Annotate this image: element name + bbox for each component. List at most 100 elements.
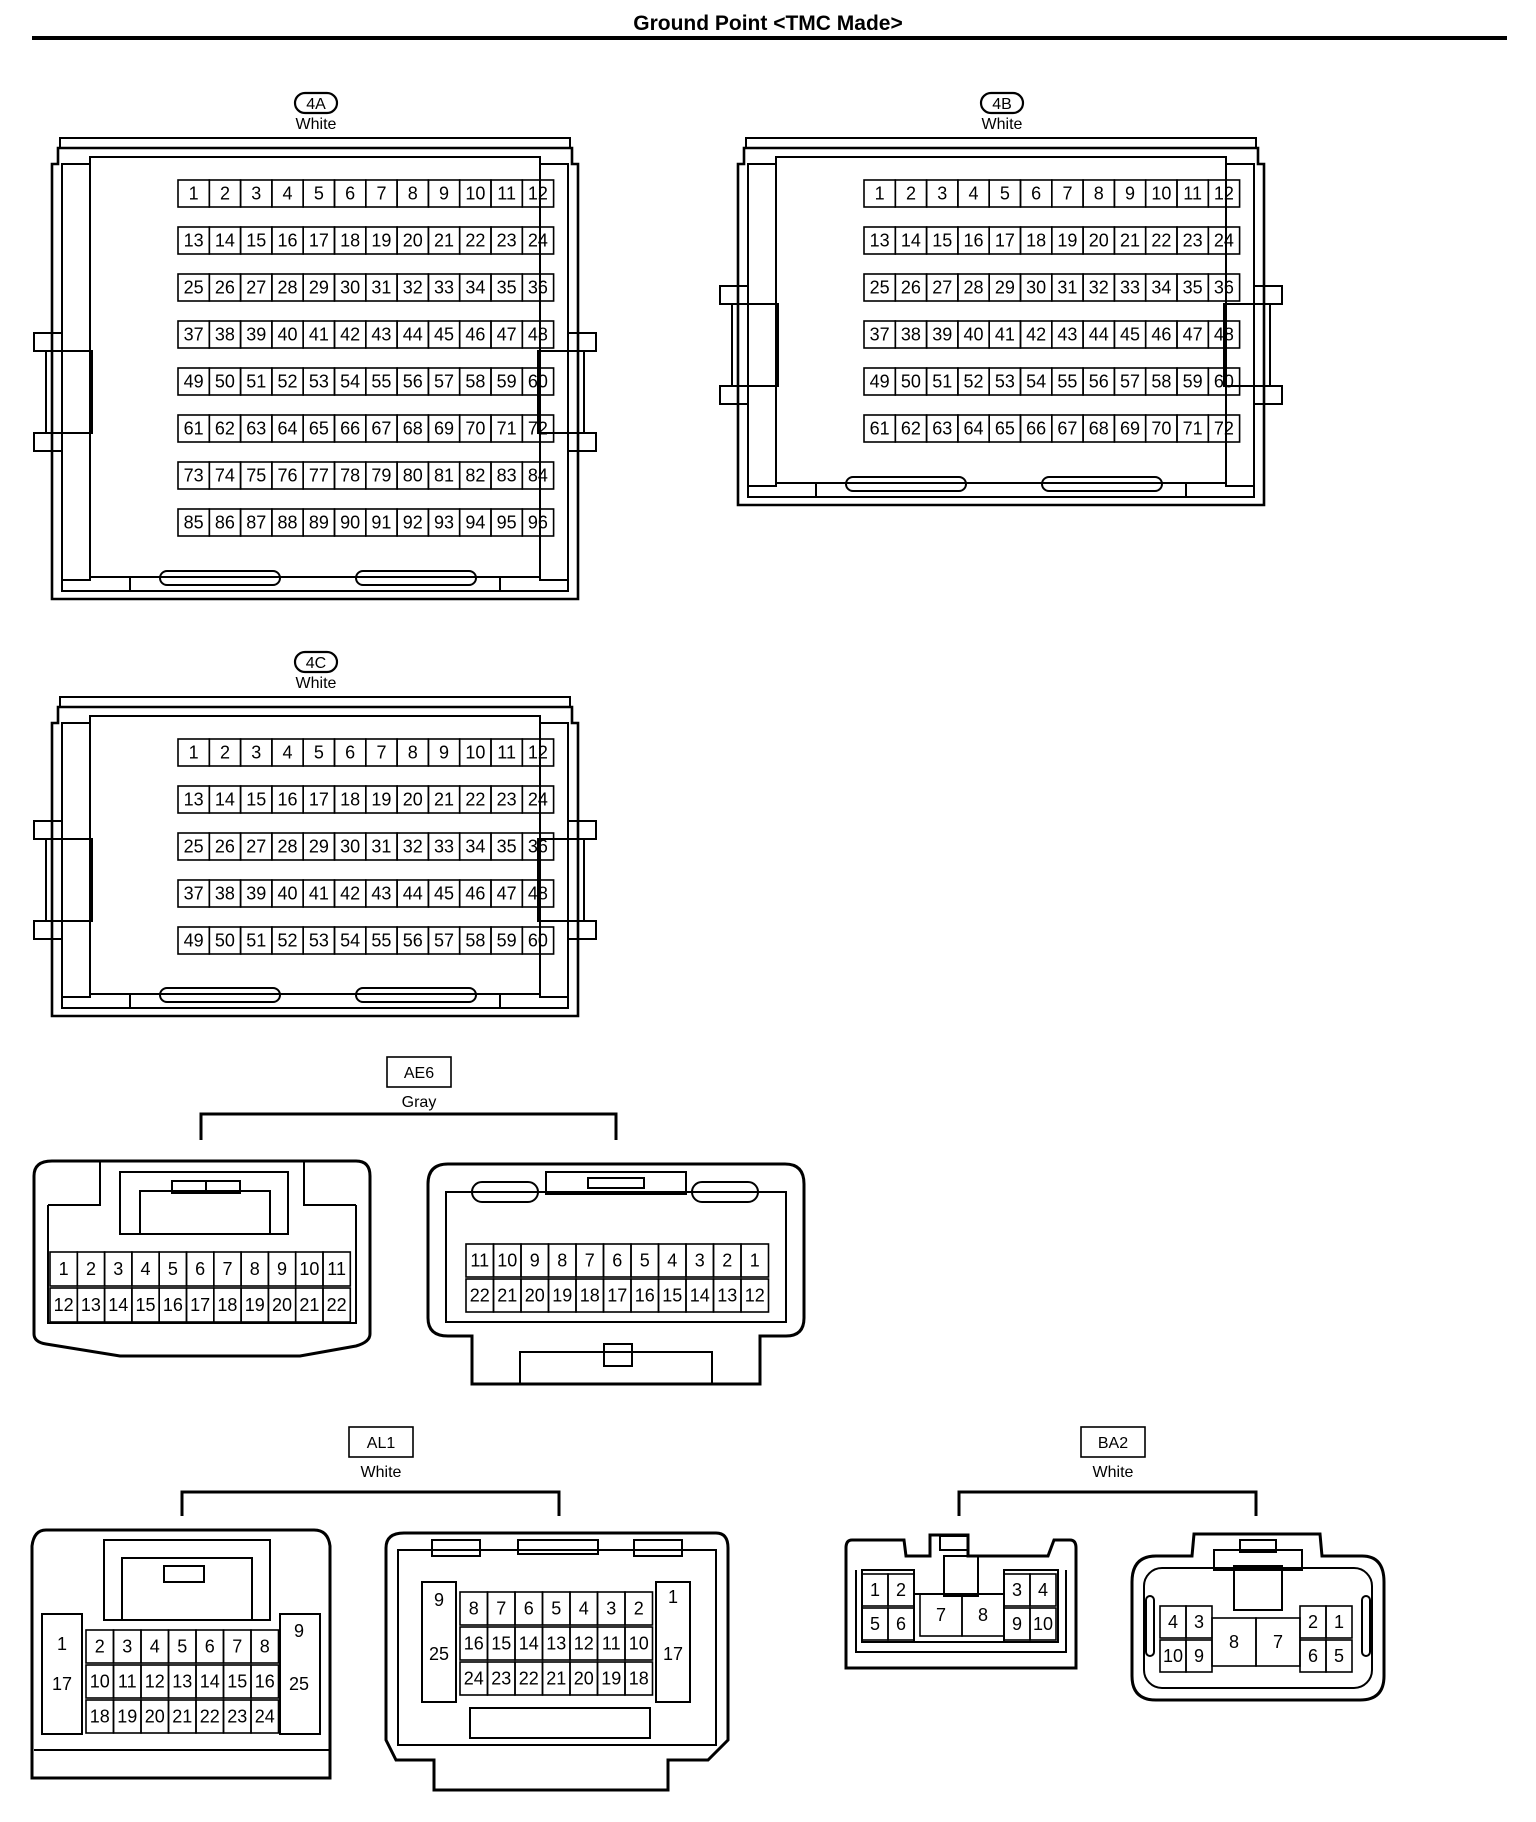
pin-label: 12 [145,1672,165,1692]
connector-color: White [982,116,1023,133]
pin-label: 5 [1000,184,1010,204]
pin-label: 62 [215,419,235,439]
pin-cell [521,414,555,443]
pin-label: 69 [1120,419,1140,439]
pin-label: 14 [108,1295,128,1315]
pin-label: 10 [1163,1646,1183,1666]
side-latch-body [45,350,93,434]
pin-label: 13 [717,1286,737,1306]
bottom-key [1041,476,1163,492]
pin-label: 17 [309,790,329,810]
pin-label: 3 [937,184,947,204]
pin-label: 76 [278,466,298,486]
pin-label: 4 [667,1251,677,1271]
pin-label: 20 [1089,231,1109,251]
pin-cell [1207,179,1241,208]
pin-label: 13 [870,231,890,251]
pin-label: 74 [215,466,235,486]
pin-label: 7 [222,1259,232,1279]
latch-tab [1239,1539,1277,1553]
pin-label: 1 [875,184,885,204]
pin-label: 66 [340,419,360,439]
pin-label: 63 [932,419,952,439]
pin-label: 70 [1151,419,1171,439]
pin-label: 37 [184,884,204,904]
pin-label: 15 [662,1286,682,1306]
side-rib [1361,1595,1371,1657]
housing-outline [844,1533,1078,1670]
pin-label: 10 [1151,184,1171,204]
pin-label: 2 [220,184,230,204]
pin-label: 12 [528,184,548,204]
housing-outline [736,146,1266,507]
pin-label: 44 [403,325,423,345]
pin-label: 34 [1151,278,1171,298]
pin-label: 19 [1057,231,1077,251]
pin-label: 13 [81,1295,101,1315]
pin-label: 39 [246,325,266,345]
pin-label: 11 [470,1251,489,1271]
pin-label: 20 [574,1669,594,1689]
latch-tab [587,1177,645,1189]
pin-label: 43 [1057,325,1077,345]
side-latch-body [537,350,585,434]
pin-label: 21 [497,1286,517,1306]
pin-block-side [655,1581,691,1703]
pin-label: 5 [177,1637,187,1657]
pin-label: 11 [327,1259,346,1279]
pin-label: 7 [496,1599,506,1619]
housing-top-rail [59,137,571,149]
pin-block [913,1593,1005,1643]
bottom-key [355,570,477,586]
pin-label: 1 [1334,1612,1344,1632]
pin-label: 45 [434,325,454,345]
pair-bracket [957,1490,1258,1516]
pin-cell [740,1278,770,1313]
housing-outline [50,705,580,1018]
pin-label: 10 [629,1634,649,1654]
side-latch-body [45,838,93,922]
pin-label: 44 [403,884,423,904]
pin-label: 29 [309,837,329,857]
pin-cavity [89,156,541,578]
pin-label: 8 [260,1637,270,1657]
housing-inner-frame [1143,1567,1373,1689]
pin-label: 35 [497,278,517,298]
pin-label: 4 [969,184,979,204]
pin-label: 71 [497,419,517,439]
pin-label: 2 [95,1637,105,1657]
pin-label: 2 [1308,1612,1318,1632]
pin-label: 69 [434,419,454,439]
side-latch [567,920,597,940]
connector-color: White [1093,1464,1134,1481]
pin-label: 28 [278,278,298,298]
pin-label: 35 [497,837,517,857]
pin-label: 11 [1183,184,1202,204]
connector-code-box [348,1426,414,1458]
top-key [431,1539,481,1557]
pin-label: 1 [57,1634,67,1654]
pin-label: 94 [465,513,485,533]
pin-label: 82 [465,466,485,486]
pin-label: 1 [750,1251,760,1271]
pin-cell [521,926,555,955]
pin-label: 18 [217,1295,237,1315]
pin-cell [1207,414,1241,443]
pin-label: 72 [528,419,548,439]
pin-cell [521,367,555,396]
pin-label: 1 [189,184,199,204]
pin-label: 22 [519,1669,539,1689]
pair-bracket [199,1112,618,1140]
pin-cell [1325,1639,1353,1673]
pin-label: 4 [1168,1612,1178,1632]
pin-label: 4 [283,743,293,763]
pin-cell [250,1664,280,1699]
connector-code-box [386,1056,452,1088]
pin-label: 24 [464,1669,484,1689]
housing-outline [30,1528,332,1780]
pin-label: 39 [246,884,266,904]
pin-label: 22 [470,1286,490,1306]
